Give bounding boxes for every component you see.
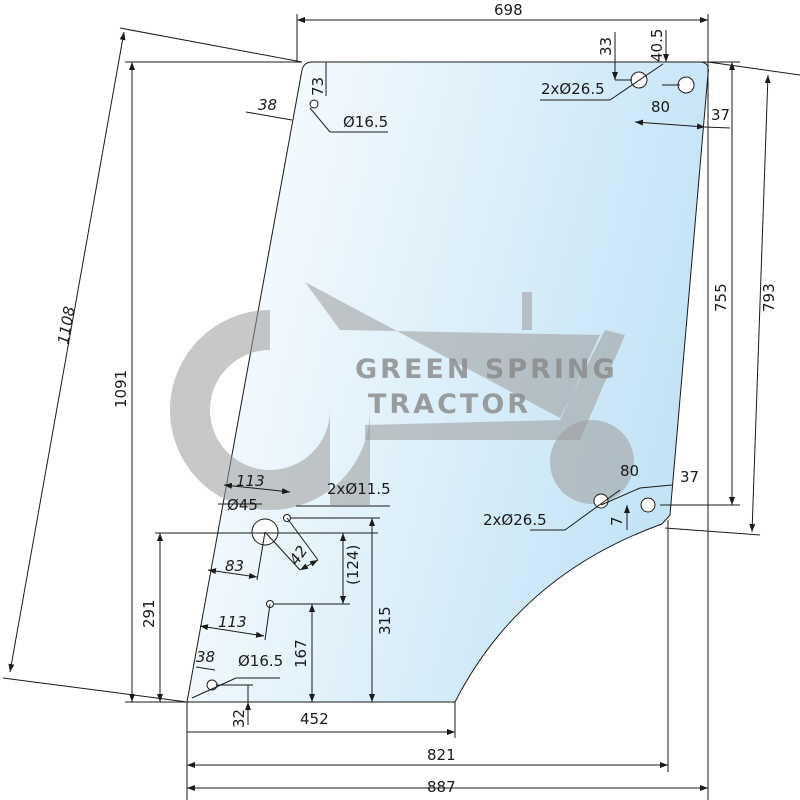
dim-hinge-big-hole: Ø45 [227, 496, 258, 514]
dim-698: 698 [494, 1, 523, 19]
dim-hinge-113-bottom: 113 [218, 613, 247, 631]
dim-167: 167 [292, 639, 310, 668]
dim-bottom-left-38: 38 [196, 648, 215, 666]
dimension-labels: 698 1108 1091 291 755 793 821 887 452 31… [54, 1, 778, 796]
watermark-logo: GREEN SPRING TRACTOR [170, 282, 634, 510]
dim-top-left-hole: Ø16.5 [343, 113, 388, 131]
dim-hinge-83: 83 [225, 557, 244, 575]
dim-38-top: 38 [258, 96, 277, 114]
dim-1108: 1108 [54, 305, 78, 346]
dim-bottom-right-80: 80 [620, 462, 639, 480]
dim-793: 793 [760, 283, 778, 312]
dim-hinge-holes: 2xØ11.5 [327, 480, 391, 498]
hole-top-right-2 [677, 76, 695, 94]
dim-top-right-holes: 2xØ26.5 [541, 80, 605, 98]
dim-hinge-113-top: 113 [236, 472, 265, 490]
dim-bottom-right-37: 37 [680, 468, 699, 486]
dim-bottom-right-holes: 2xØ26.5 [483, 511, 547, 529]
dimension-lines [2, 14, 800, 800]
dim-315: 315 [376, 606, 394, 635]
watermark-line1: GREEN SPRING [355, 354, 618, 385]
dim-755: 755 [712, 283, 730, 312]
watermark-line2: TRACTOR [368, 389, 531, 420]
dim-73: 73 [309, 77, 327, 96]
dim-32: 32 [230, 709, 248, 728]
glass-panel [186, 61, 709, 703]
hole-bottom-right-2 [640, 497, 656, 513]
dim-40-5: 40.5 [648, 29, 666, 62]
dim-821: 821 [427, 746, 456, 764]
dim-452: 452 [300, 710, 329, 728]
hole-top-left [309, 99, 319, 109]
dim-291: 291 [140, 599, 158, 628]
dim-top-right-37: 37 [711, 106, 730, 124]
dim-1091: 1091 [112, 370, 130, 408]
dim-bottom-left-hole: Ø16.5 [238, 652, 283, 670]
dim-124: (124) [344, 545, 362, 585]
dim-top-right-80: 80 [651, 98, 670, 116]
dim-887: 887 [427, 778, 456, 796]
dim-7: 7 [608, 516, 626, 526]
hole-bottom-right-1 [593, 493, 609, 509]
dim-33: 33 [597, 37, 615, 56]
